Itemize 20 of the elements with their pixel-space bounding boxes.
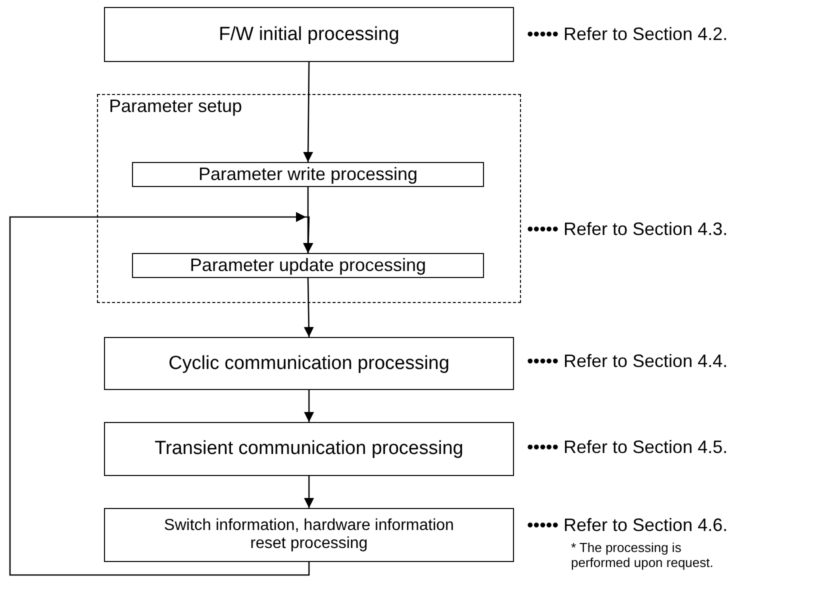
process-box: [132, 162, 484, 187]
process-box: [104, 7, 514, 62]
node-label: Parameter write processing: [198, 164, 418, 185]
process-box: [104, 337, 514, 390]
node-label: Transient communication processing: [154, 438, 464, 460]
process-box: [132, 253, 484, 278]
reference-note: ••••• Refer to Section 4.6.: [527, 515, 728, 536]
process-box: [104, 508, 514, 562]
node-label: Parameter update processing: [190, 255, 426, 276]
reference-note: ••••• Refer to Section 4.4.: [527, 351, 728, 372]
note-text: * The processing is performed upon request.: [571, 541, 714, 571]
reference-note: ••••• Refer to Section 4.5.: [527, 437, 728, 458]
group-title: Parameter setup: [109, 96, 242, 117]
reference-note: ••••• Refer to Section 4.2.: [527, 24, 728, 45]
node-label: Switch information, hardware information reset processing: [163, 516, 455, 554]
reference-note: ••••• Refer to Section 4.3.: [527, 219, 728, 240]
process-box: [104, 422, 514, 476]
group-box: [97, 94, 521, 303]
node-label: F/W initial processing: [218, 24, 400, 46]
node-label: Cyclic communication processing: [168, 352, 450, 374]
